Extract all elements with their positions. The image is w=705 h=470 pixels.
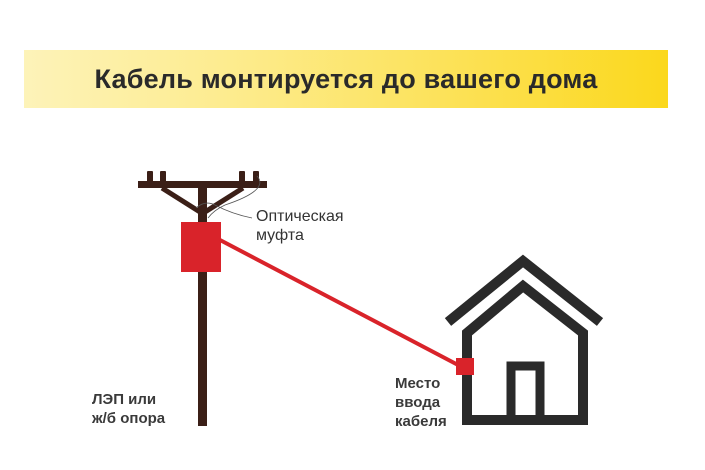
label-pole: ЛЭП или ж/б опора [92, 390, 165, 428]
label-optical-coupler-line2: муфта [256, 227, 304, 244]
label-pole-line2: ж/б опора [92, 410, 166, 427]
pole-brace-right [203, 185, 245, 215]
header-banner: Кабель монтируется до вашего дома [24, 50, 668, 108]
house-roof-outer [444, 254, 604, 326]
insulator-2 [160, 171, 166, 182]
house-door [506, 361, 545, 420]
house [444, 254, 604, 425]
label-cable-entry-line1: Место [395, 375, 441, 392]
page-title: Кабель монтируется до вашего дома [94, 63, 598, 94]
pole-shaft [198, 188, 207, 426]
label-optical-coupler: Оптическая муфта [256, 207, 344, 245]
label-cable-entry-line2: ввода [395, 394, 441, 411]
fiber-cable [219, 238, 461, 368]
pointer-wire-upper [207, 175, 261, 219]
insulator-3 [239, 171, 245, 182]
pole-crossarm [138, 181, 267, 188]
utility-pole [138, 171, 267, 426]
label-optical-coupler-line1: Оптическая [256, 208, 344, 225]
label-cable-entry: Место ввода кабеля [395, 374, 447, 431]
label-cable-entry-line3: кабеля [395, 413, 447, 430]
house-walls [462, 279, 588, 420]
pointer-wire-lower [195, 202, 253, 219]
cable-entry-box [456, 358, 474, 375]
optical-coupler-box [181, 222, 221, 272]
pole-brace-left [160, 185, 202, 215]
label-pole-line1: ЛЭП или [92, 391, 157, 408]
insulator-4 [253, 171, 259, 182]
insulator-1 [147, 171, 153, 182]
